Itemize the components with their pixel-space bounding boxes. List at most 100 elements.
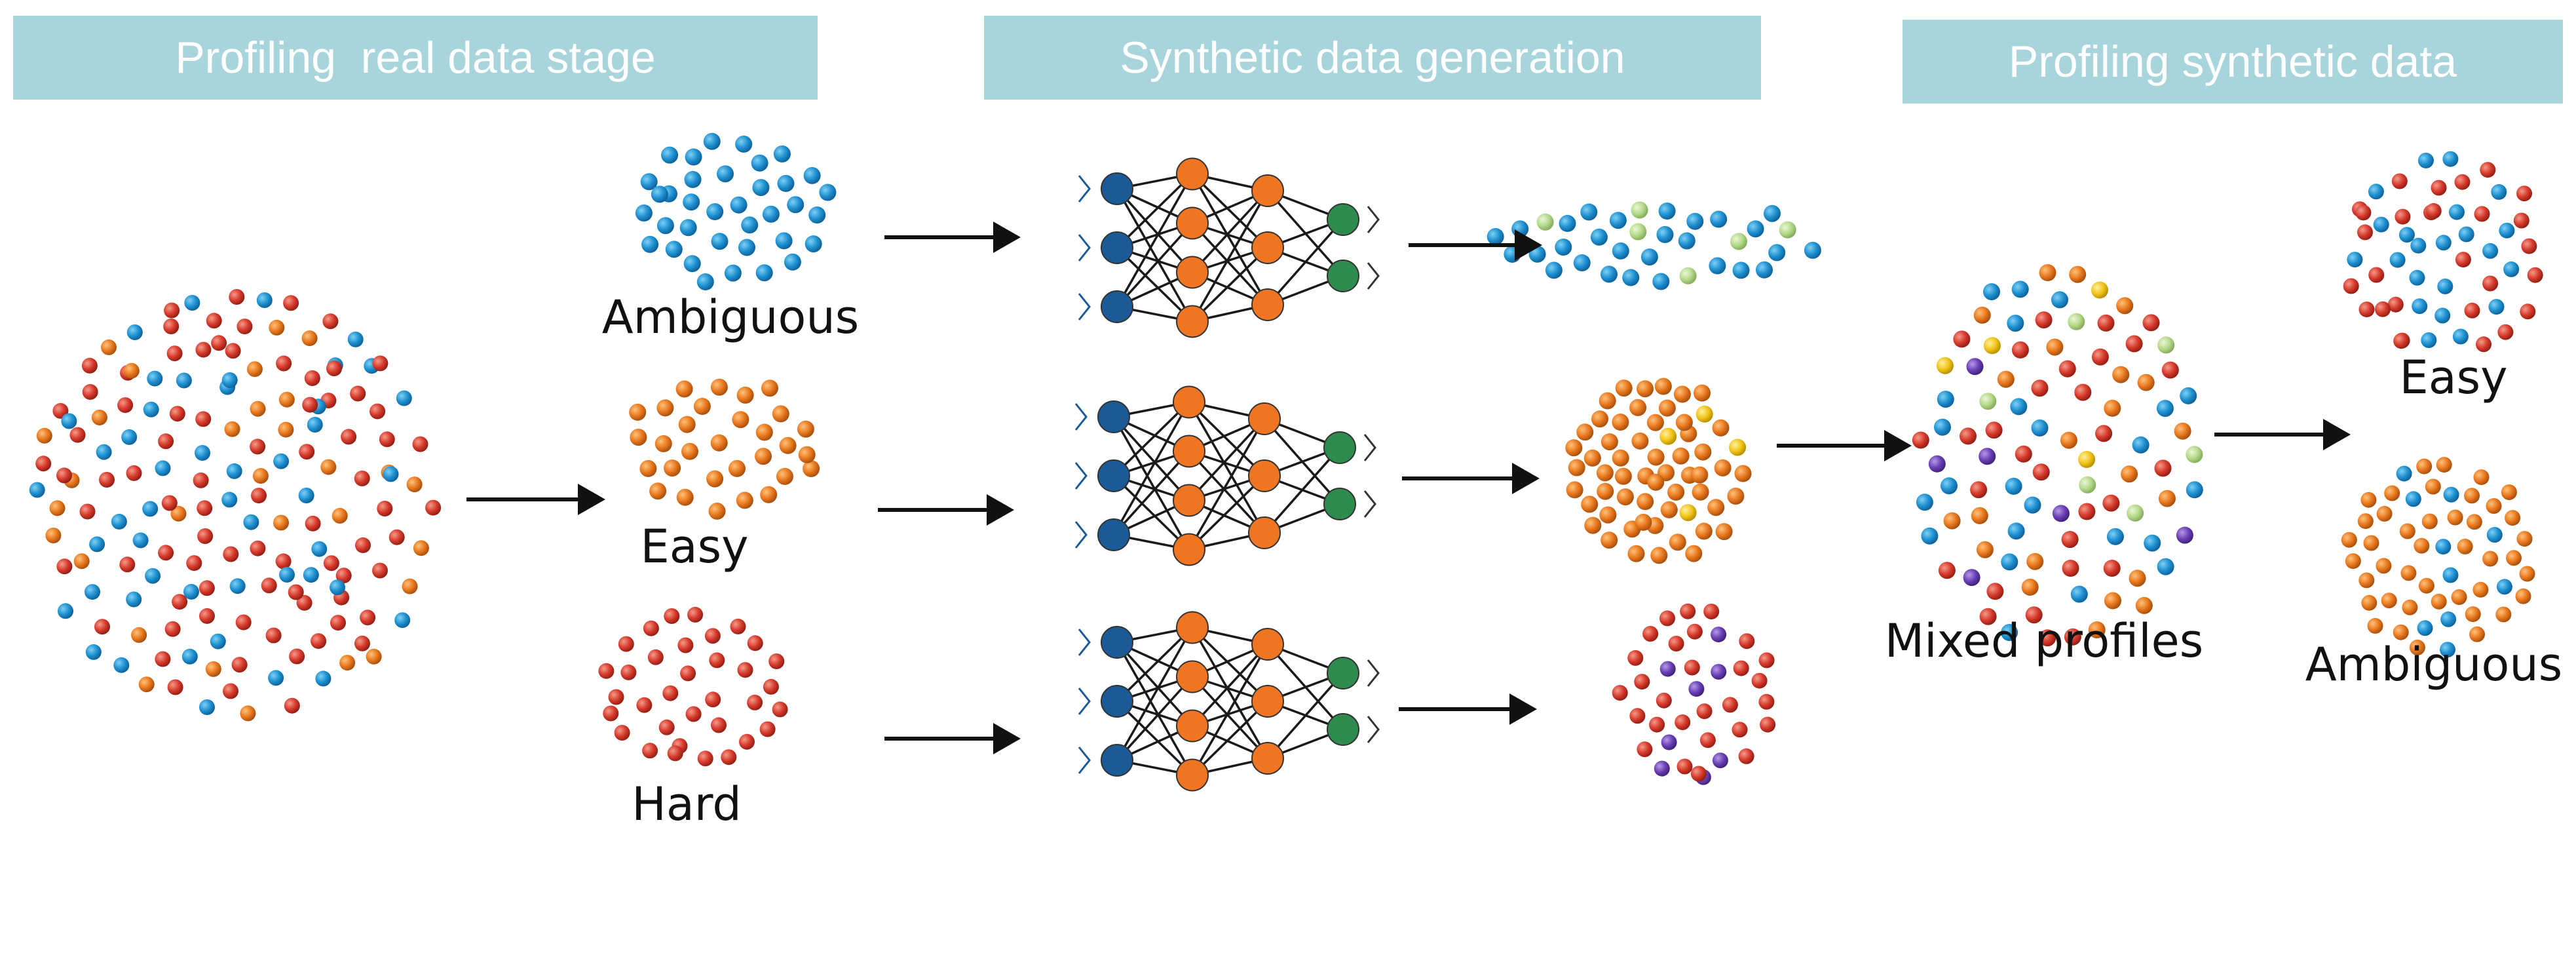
red-dot (237, 319, 253, 335)
red-dot (730, 618, 746, 634)
blue-dot (143, 401, 159, 417)
orange-dot (664, 459, 681, 477)
blue-dot (752, 179, 770, 197)
blue-dot (2156, 400, 2174, 417)
blue-dot (2440, 642, 2455, 658)
blue-dot (383, 466, 399, 482)
blue-dot (808, 206, 826, 223)
nn-hidden-node (1176, 157, 1209, 191)
red-dot (1699, 732, 1716, 748)
nn-edge (1191, 246, 1269, 322)
blue-dot (2488, 299, 2505, 315)
blue-dot (679, 219, 697, 237)
blue-dot (176, 372, 192, 389)
red-dot (265, 627, 282, 644)
red-dot (664, 608, 680, 624)
nn-hidden-node (1176, 660, 1209, 693)
blue-dot (2070, 585, 2088, 603)
orange-dot (138, 676, 155, 693)
orange-dot (675, 380, 693, 398)
red-dot (225, 343, 241, 359)
blue-dot (61, 413, 77, 429)
nn-input-node (1101, 626, 1133, 659)
nn-hidden-node (1173, 435, 1205, 468)
blue-dot (2051, 291, 2068, 309)
orange-dot (1631, 432, 1649, 450)
blue-dot (226, 463, 242, 479)
blue-dot (2005, 477, 2022, 495)
orange-dot (2399, 523, 2415, 539)
red-dot (721, 749, 737, 766)
red-dot (705, 691, 721, 708)
nn-edge (1112, 416, 1190, 551)
nn-hidden-node (1176, 206, 1209, 240)
blue-dot (2405, 491, 2421, 507)
blue-dot (784, 253, 801, 271)
red-dot (229, 289, 245, 305)
blue-dot (1612, 242, 1629, 260)
orange-dot (2384, 485, 2400, 501)
orange-dot (1971, 507, 1988, 524)
red-dot (2431, 180, 2447, 196)
red-dot (388, 529, 405, 545)
blue-dot (183, 583, 199, 600)
blue-dot (724, 264, 742, 282)
blue-dot (347, 331, 364, 347)
nn-hidden-node (1251, 174, 1284, 207)
orange-dot (2069, 265, 2087, 283)
blue-dot (2409, 269, 2425, 286)
nn-edge (1191, 173, 1269, 249)
lightgreen-dot (1779, 221, 1796, 239)
blue-dot (29, 482, 45, 498)
nn-hidden-node (1248, 516, 1281, 549)
blue-dot (2491, 184, 2507, 200)
orange-dot (2135, 596, 2153, 614)
nn-edge (1191, 644, 1269, 776)
red-dot (1738, 748, 1754, 764)
nn-edge (1116, 641, 1194, 727)
nn-edge (1112, 450, 1190, 536)
blue-dot (2031, 419, 2049, 436)
red-dot (1739, 633, 1755, 650)
red-dot (2074, 383, 2092, 401)
red-dot (662, 685, 679, 701)
orange-dot (2026, 553, 2044, 570)
blue-dot (2389, 252, 2406, 268)
orange-dot (761, 379, 778, 397)
blue-dot (2007, 522, 2025, 540)
orange-dot (1675, 414, 1693, 431)
blue-dot (195, 445, 210, 461)
red-dot (1760, 716, 1776, 733)
blue-dot (2001, 553, 2018, 571)
orange-dot (339, 655, 356, 671)
lightgreen-dot (1631, 201, 1648, 219)
blue-dot (2435, 235, 2452, 251)
orange-dot (406, 476, 423, 493)
orange-dot (1727, 488, 1745, 505)
red-dot (275, 553, 292, 570)
red-dot (155, 651, 171, 667)
blue-dot (221, 492, 238, 508)
cluster-real-easy (629, 378, 820, 520)
blue-dot (1764, 204, 1781, 222)
blue-dot (1678, 232, 1695, 250)
red-dot (197, 528, 214, 544)
red-dot (158, 545, 174, 561)
orange-dot (1660, 501, 1678, 518)
orange-dot (1715, 523, 1733, 541)
orange-dot (755, 448, 772, 465)
output-chevron-icon (1363, 434, 1376, 461)
blue-dot (2132, 436, 2150, 454)
orange-dot (1637, 493, 1654, 511)
orange-dot (2400, 565, 2417, 581)
orange-dot (2505, 510, 2521, 526)
orange-dot (2418, 577, 2434, 594)
nn-input-node (1101, 744, 1133, 777)
orange-dot (693, 398, 711, 415)
red-dot (747, 694, 763, 710)
blue-dot (777, 174, 795, 192)
blue-dot (1941, 477, 1958, 495)
red-dot (759, 721, 776, 737)
purple-dot (2176, 526, 2193, 544)
blue-dot (279, 566, 295, 583)
